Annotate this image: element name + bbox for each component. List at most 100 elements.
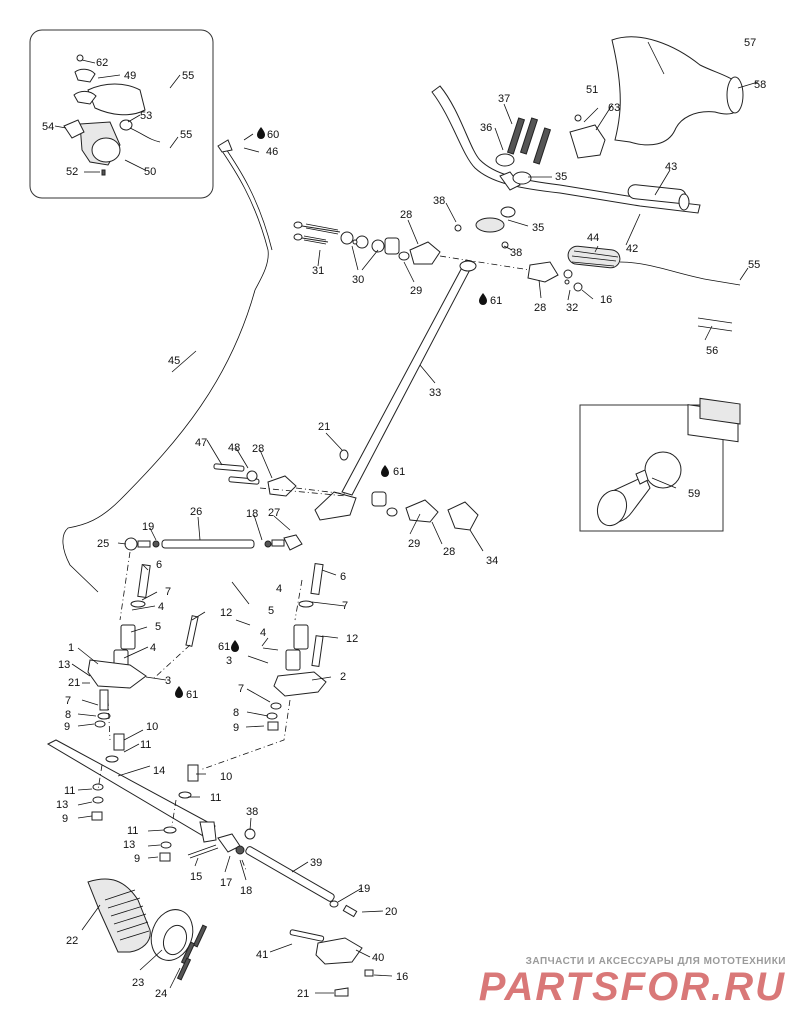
callout-label: 41	[256, 949, 268, 961]
callout-label: 5	[268, 605, 274, 617]
throttle-cable-45	[62, 139, 273, 593]
callout-label: 63	[608, 102, 620, 114]
callout-label: 37	[498, 93, 510, 105]
callout-label: 9	[62, 813, 68, 825]
callout-label: 10	[146, 721, 158, 733]
steering-column	[314, 259, 477, 521]
callout-label: 25	[97, 538, 109, 550]
callout-label: 13	[58, 659, 70, 671]
tie-rod-26	[124, 534, 303, 551]
callout-label: 21	[318, 421, 330, 433]
callout-label: 60	[267, 129, 279, 141]
callout-label: 8	[233, 707, 239, 719]
callout-label: 13	[123, 839, 135, 851]
lower-link-parts	[213, 463, 479, 531]
callout-label: 52	[66, 166, 78, 178]
callout-label: 18	[246, 508, 258, 520]
callout-label: 15	[190, 871, 202, 883]
callout-label: 4	[150, 642, 156, 654]
callout-label: 33	[429, 387, 441, 399]
callout-label: 9	[233, 722, 239, 734]
callout-label: 32	[566, 302, 578, 314]
callout-label: 4	[158, 601, 164, 613]
callout-label: 48	[228, 442, 240, 454]
callout-label: 7	[342, 600, 348, 612]
callout-label: 61	[218, 641, 230, 653]
callout-label: 28	[534, 302, 546, 314]
leader-lines	[54, 41, 759, 994]
callout-label: 28	[400, 209, 412, 221]
handlebar-grip-43	[627, 184, 690, 211]
connector-56	[687, 317, 741, 443]
callout-label: 4	[276, 583, 282, 595]
callout-label: 5	[155, 621, 161, 633]
callout-label: 57	[744, 37, 756, 49]
oil-drop-icon	[231, 640, 239, 652]
callout-label: 11	[210, 792, 221, 804]
callout-label: 58	[754, 79, 766, 91]
switch-housing-parts	[63, 54, 161, 176]
callout-label: 11	[140, 739, 151, 751]
bolts-37	[506, 117, 552, 165]
callout-label: 55	[182, 70, 194, 82]
callout-label: 35	[555, 171, 567, 183]
callout-label: 9	[64, 721, 70, 733]
callout-label: 38	[246, 806, 258, 818]
callout-label: 16	[396, 971, 408, 983]
callout-label: 21	[297, 988, 309, 1000]
callout-label: 13	[56, 799, 68, 811]
callout-label: 4	[260, 627, 266, 639]
callout-label: 49	[124, 70, 136, 82]
callout-label: 22	[66, 935, 78, 947]
clamp-35	[475, 153, 532, 233]
callout-label: 18	[240, 885, 252, 897]
callout-label: 3	[226, 655, 232, 667]
callout-label: 17	[220, 877, 232, 889]
callout-label: 11	[64, 785, 75, 797]
callout-label: 16	[600, 294, 612, 306]
rubber-boot-22	[87, 878, 151, 953]
callout-label: 61	[186, 689, 198, 701]
callout-label: 19	[358, 883, 370, 895]
right-spindle	[178, 563, 327, 799]
callout-label: 38	[433, 195, 445, 207]
callout-label: 21	[68, 677, 80, 689]
callout-label: 1	[68, 642, 74, 654]
callout-label: 29	[408, 538, 420, 550]
callout-label: 38	[510, 247, 522, 259]
upper-link-parts	[293, 221, 583, 292]
callout-label: 42	[626, 243, 638, 255]
left-spindle	[87, 564, 151, 763]
callout-label: 7	[238, 683, 244, 695]
oil-drop-icon	[175, 686, 183, 698]
callout-label: 56	[706, 345, 718, 357]
callout-label: 43	[665, 161, 677, 173]
callout-label: 55	[748, 259, 760, 271]
callout-label: 23	[132, 977, 144, 989]
lower-beam-14	[46, 739, 217, 862]
callout-label: 61	[393, 466, 405, 478]
callout-label: 24	[155, 988, 167, 1000]
callout-labels: 1 2 3 3 4 4 4 4 5 5 6 6 7 7 7 7 8 8 9 9 …	[42, 37, 766, 1000]
callout-label: 53	[140, 110, 152, 122]
lower-rod-39	[187, 828, 374, 997]
callout-label: 44	[587, 232, 599, 244]
callout-label: 34	[486, 555, 498, 567]
callout-label: 26	[190, 506, 202, 518]
callout-label: 11	[127, 825, 138, 837]
callout-label: 9	[134, 853, 140, 865]
handguard-57	[611, 36, 744, 146]
callout-label: 28	[443, 546, 455, 558]
callout-label: 30	[352, 274, 364, 286]
heated-grip-44	[567, 245, 741, 286]
callout-label: 36	[480, 122, 492, 134]
callout-label: 6	[340, 571, 346, 583]
callout-label: 46	[266, 146, 278, 158]
callout-label: 31	[312, 265, 324, 277]
callout-label: 62	[96, 57, 108, 69]
callout-label: 59	[688, 488, 700, 500]
callout-label: 35	[532, 222, 544, 234]
callout-label: 2	[340, 671, 346, 683]
watermark-tagline: ЗАПЧАСТИ И АКСЕССУАРЫ ДЛЯ МОТОТЕХНИКИ	[525, 956, 786, 967]
plate-23	[150, 909, 208, 981]
